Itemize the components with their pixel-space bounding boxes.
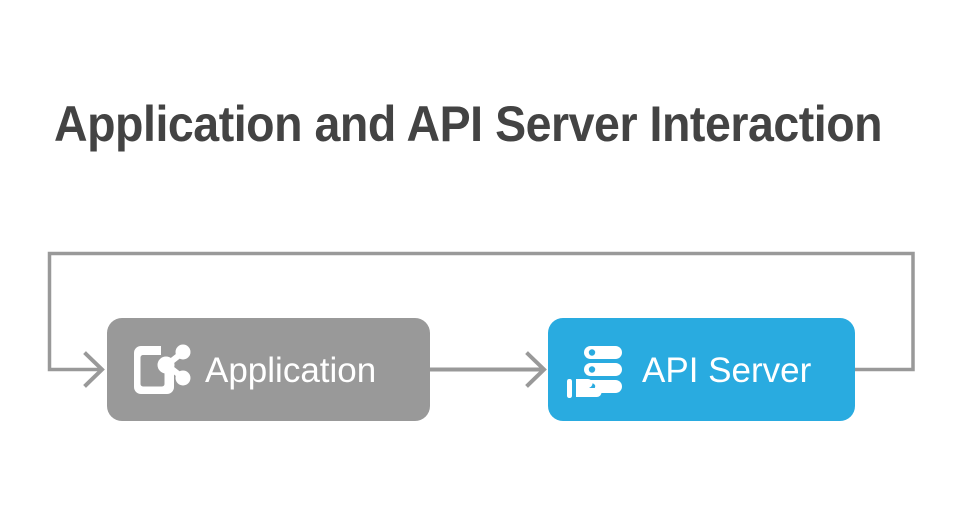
node-application[interactable]: Application bbox=[107, 318, 430, 421]
arrowhead-icon bbox=[525, 351, 547, 388]
connector-line bbox=[47, 251, 915, 372]
connector-application-to-api-server bbox=[430, 351, 547, 388]
app-share-icon bbox=[134, 344, 191, 394]
page-title: Application and API Server Interaction bbox=[54, 96, 883, 152]
connector-api-server-to-application-feedback bbox=[47, 251, 915, 388]
node-application-label: Application bbox=[205, 351, 377, 390]
node-api-server-label: API Server bbox=[642, 351, 812, 390]
server-hand-icon bbox=[567, 345, 622, 398]
hand-icon bbox=[567, 378, 602, 398]
arrowhead-icon bbox=[83, 351, 105, 388]
node-api-server[interactable]: API Server bbox=[548, 318, 855, 421]
